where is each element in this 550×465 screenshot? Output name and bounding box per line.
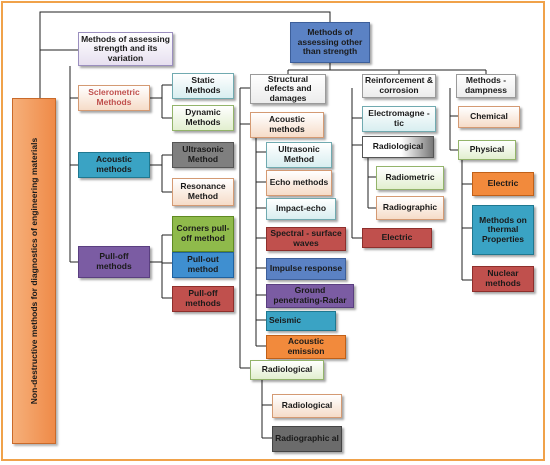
node-corners-pull-off: Corners pull-off method [172, 216, 234, 252]
node-seismic: Seismic [266, 311, 336, 331]
node-pull-off: Pull-off methods [78, 246, 150, 278]
node-physical: Physical [458, 140, 516, 160]
node-pull-out: Pull-out method [172, 252, 234, 278]
node-reinforcement: Reinforcement & corrosion [362, 74, 436, 98]
node-other-methods: Methods of assessing other than strength [290, 22, 370, 63]
node-electric-reinforcement: Electric [362, 228, 432, 248]
node-strength-methods: Methods of assessing strength and its va… [78, 32, 173, 66]
root-label: Non-destructive methods for diagnostics … [29, 137, 39, 405]
node-echo: Echo methods [266, 170, 332, 196]
node-dampness: Methods - dampness [456, 74, 516, 98]
node-radiological-reinforcement: Radiological [362, 136, 434, 158]
node-dynamic: Dynamic Methods [172, 105, 234, 131]
node-structural: Structural defects and damages [250, 74, 326, 104]
diagram-frame [1, 1, 545, 461]
node-static: Static Methods [172, 73, 234, 99]
node-thermal: Methods on thermal Properties [472, 205, 534, 255]
node-pull-off-sub: Pull-off methods [172, 286, 234, 312]
node-sclerometric: Sclerometric Methods [78, 85, 150, 111]
node-chemical: Chemical [458, 106, 520, 128]
node-acoustic-structural: Acoustic methods [250, 112, 324, 138]
node-gpr: Ground penetrating-Radar [266, 284, 354, 308]
node-impulse: Impulse response [266, 258, 346, 280]
node-electromagnetic: Electromagne -tic [362, 106, 436, 132]
node-nuclear: Nuclear methods [472, 266, 534, 292]
root-node: Non-destructive methods for diagnostics … [12, 98, 56, 444]
node-radiological-structural: Radiological [250, 360, 324, 380]
node-radiographic: Radiographic [376, 196, 444, 220]
node-acoustic-emission: Acoustic emission [266, 335, 346, 359]
node-electric-dampness: Electric [472, 172, 534, 196]
node-ultrasonic-strength: Ultrasonic Method [172, 142, 234, 168]
node-resonance: Resonance Method [172, 178, 234, 206]
node-radiological-sub: Radiological [272, 394, 342, 418]
node-radiographical: Radiographic al [272, 426, 342, 452]
node-impact-echo: Impact-echo [266, 198, 336, 220]
node-acoustic-strength: Acoustic methods [78, 152, 150, 178]
node-radiometric: Radiometric [376, 166, 444, 190]
node-spectral: Spectral - surface waves [266, 227, 346, 251]
node-ultrasonic-structural: Ultrasonic Method [266, 142, 332, 168]
